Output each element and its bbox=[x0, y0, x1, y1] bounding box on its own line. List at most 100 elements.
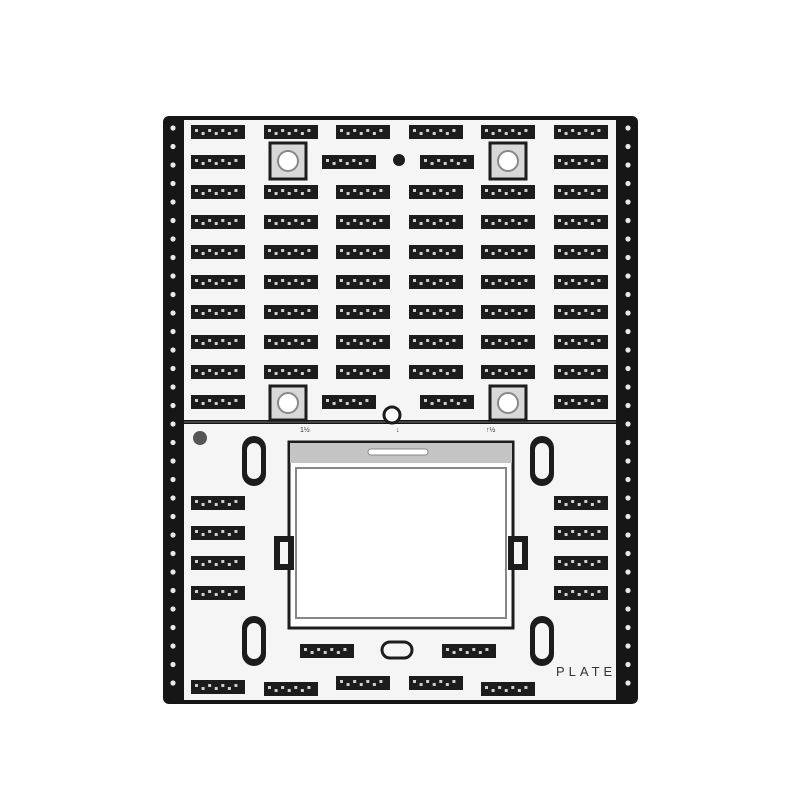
center-hole-icon bbox=[393, 154, 405, 166]
slot bbox=[191, 395, 245, 409]
slot bbox=[191, 185, 245, 199]
rail-hole bbox=[625, 661, 631, 668]
slot bbox=[554, 245, 608, 259]
rail-hole bbox=[625, 125, 631, 131]
rail-hole bbox=[625, 569, 631, 575]
slot bbox=[264, 245, 318, 259]
slot bbox=[481, 365, 535, 379]
slot bbox=[409, 215, 463, 229]
slot bbox=[191, 155, 245, 169]
rail-hole bbox=[625, 162, 631, 168]
slot bbox=[409, 185, 463, 199]
slot bbox=[554, 335, 608, 349]
slot bbox=[336, 215, 390, 229]
slot bbox=[554, 365, 608, 379]
slot bbox=[554, 275, 608, 289]
slot bbox=[481, 185, 535, 199]
mounting-screw-hole-icon bbox=[488, 141, 528, 181]
slot bbox=[409, 676, 463, 690]
slot bbox=[264, 125, 318, 139]
slot bbox=[264, 185, 318, 199]
slot bbox=[481, 275, 535, 289]
slot bbox=[336, 245, 390, 259]
slot bbox=[322, 395, 376, 409]
mark-right: ↑½ bbox=[486, 426, 496, 434]
rail-hole bbox=[625, 532, 631, 538]
slot bbox=[554, 496, 608, 510]
rail-hole bbox=[170, 143, 176, 150]
slot bbox=[554, 155, 608, 169]
slot bbox=[191, 335, 245, 349]
rail-hole bbox=[170, 384, 176, 390]
slot bbox=[191, 680, 245, 694]
rail-hole bbox=[625, 384, 631, 390]
rail-hole bbox=[625, 365, 631, 372]
slot bbox=[554, 526, 608, 540]
slot bbox=[409, 275, 463, 289]
rail-hole bbox=[625, 421, 631, 427]
slot bbox=[336, 365, 390, 379]
rail-hole bbox=[170, 569, 176, 575]
rail-hole bbox=[170, 291, 176, 298]
rail-hole bbox=[170, 402, 176, 409]
rail-hole bbox=[625, 458, 631, 464]
slot bbox=[336, 275, 390, 289]
rail-hole bbox=[170, 273, 176, 279]
rail-hole bbox=[625, 217, 631, 224]
center-hole-icon bbox=[382, 405, 402, 425]
rail-hole bbox=[625, 254, 631, 261]
slot bbox=[420, 155, 474, 169]
rail-hole bbox=[625, 273, 631, 279]
rail-hole bbox=[170, 199, 176, 205]
rail-hole bbox=[170, 236, 176, 242]
rail-hole bbox=[170, 661, 176, 668]
slot bbox=[191, 125, 245, 139]
slot bbox=[336, 185, 390, 199]
slot bbox=[481, 682, 535, 696]
left-rail-holes bbox=[170, 125, 176, 686]
mounting-screw-hole-icon bbox=[268, 141, 308, 181]
slot bbox=[554, 556, 608, 570]
rail-hole bbox=[170, 180, 176, 187]
rail-hole bbox=[625, 236, 631, 242]
bottom-oval-hole bbox=[380, 640, 414, 660]
slot bbox=[191, 586, 245, 600]
slot bbox=[264, 682, 318, 696]
slot bbox=[554, 305, 608, 319]
slot bbox=[481, 245, 535, 259]
rail-hole bbox=[170, 347, 176, 353]
rail-hole bbox=[625, 180, 631, 187]
slot bbox=[481, 335, 535, 349]
slot bbox=[191, 496, 245, 510]
slot bbox=[191, 526, 245, 540]
mark-center: ↓ bbox=[396, 427, 400, 434]
slot bbox=[409, 365, 463, 379]
keyhole-slot-icon bbox=[242, 436, 266, 486]
rail-hole bbox=[625, 624, 631, 631]
slot bbox=[336, 676, 390, 690]
slot bbox=[264, 215, 318, 229]
slot bbox=[442, 644, 496, 658]
rail-hole bbox=[625, 606, 631, 612]
rail-hole bbox=[625, 550, 631, 557]
rail-hole bbox=[625, 495, 631, 501]
rail-hole bbox=[170, 458, 176, 464]
slot bbox=[554, 586, 608, 600]
keyhole-slot-icon bbox=[530, 436, 554, 486]
mounting-screw-hole-icon bbox=[488, 384, 528, 422]
rail-hole bbox=[170, 513, 176, 520]
slot bbox=[264, 275, 318, 289]
rail-hole bbox=[170, 162, 176, 168]
slot bbox=[420, 395, 474, 409]
rail-hole bbox=[625, 587, 631, 594]
slot bbox=[191, 215, 245, 229]
slot bbox=[336, 125, 390, 139]
slot-grid bbox=[191, 125, 608, 696]
rail-hole bbox=[170, 680, 176, 686]
rail-hole bbox=[170, 217, 176, 224]
rail-hole bbox=[625, 328, 631, 335]
rail-hole bbox=[625, 143, 631, 150]
rail-hole bbox=[625, 347, 631, 353]
plate-logo-icon bbox=[193, 431, 207, 445]
upper-plate-face bbox=[184, 120, 616, 420]
